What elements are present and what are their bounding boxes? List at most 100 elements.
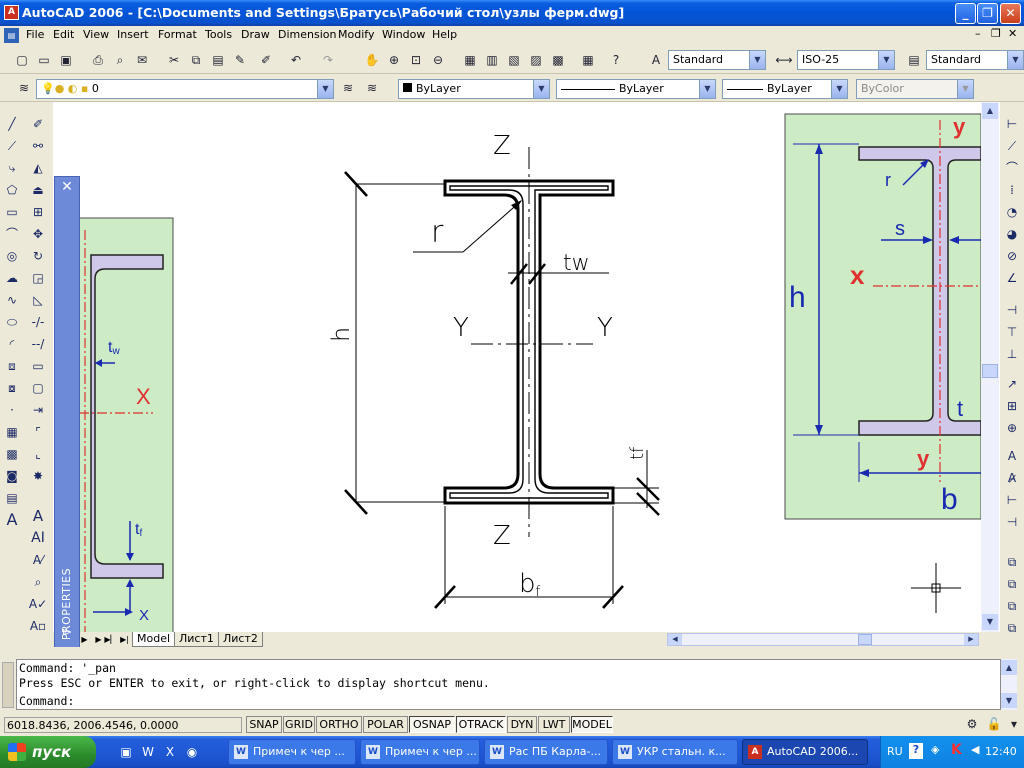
- menu-edit[interactable]: Edit: [53, 28, 75, 41]
- otrack-toggle[interactable]: OTRACK: [456, 716, 506, 733]
- quicklaunch-excel-icon[interactable]: X: [165, 745, 175, 759]
- help-icon[interactable]: ?: [612, 53, 620, 67]
- chamfer-icon[interactable]: ⇥: [32, 403, 44, 417]
- make-block-icon[interactable]: ⧇: [8, 381, 16, 395]
- start-button[interactable]: пуск: [0, 736, 96, 768]
- ordinate-dim-icon[interactable]: ⁞: [1010, 183, 1014, 197]
- dim-style-select[interactable]: ISO-25▼: [797, 50, 895, 70]
- cut-icon[interactable]: ✂: [168, 53, 180, 67]
- design-center-icon[interactable]: ▥: [486, 53, 498, 67]
- text-style-select[interactable]: Standard▼: [668, 50, 766, 70]
- left-reference-image[interactable]: tw X tf X: [78, 217, 174, 632]
- erase-icon[interactable]: ✐: [32, 117, 44, 131]
- plot-icon[interactable]: ⎙: [93, 53, 103, 67]
- polyline-icon[interactable]: ⤷: [8, 161, 16, 175]
- rotate-icon[interactable]: ↻: [32, 249, 44, 263]
- menu-file[interactable]: File: [26, 28, 45, 41]
- table-style-select[interactable]: Standard▼: [926, 50, 1024, 70]
- spline-icon[interactable]: ∿: [6, 293, 18, 307]
- dyn-toggle[interactable]: DYN: [507, 716, 537, 733]
- multiline-text-icon[interactable]: A: [6, 510, 18, 529]
- quicklaunch-desktop-icon[interactable]: ▣: [120, 745, 132, 759]
- restore-button[interactable]: ❐: [977, 3, 998, 24]
- tab-next-icon[interactable]: ▶▏: [104, 635, 117, 644]
- cmd-scroll-up-icon[interactable]: ▲: [1001, 660, 1017, 675]
- gradient-icon[interactable]: ▩: [6, 447, 18, 461]
- scroll-down-icon[interactable]: ▼: [982, 614, 998, 630]
- autocad-app-icon[interactable]: A: [4, 5, 19, 20]
- close-button[interactable]: ✕: [1000, 3, 1021, 24]
- network-tray-icon[interactable]: ◈: [931, 743, 940, 756]
- pan-icon[interactable]: ✋: [364, 53, 380, 67]
- command-window[interactable]: Command: '_pan Press ESC or ENTER to exi…: [16, 659, 1001, 710]
- sheet-set-icon[interactable]: ▨: [530, 53, 542, 67]
- arc-length-icon[interactable]: ⌒: [1005, 161, 1018, 175]
- angular-dim-icon[interactable]: ∠: [1006, 271, 1018, 285]
- extend-icon[interactable]: --/: [31, 337, 45, 351]
- ortho-toggle[interactable]: ORTHO: [316, 716, 362, 733]
- snap-toggle[interactable]: SNAP: [246, 716, 282, 733]
- join-icon[interactable]: ▢: [32, 381, 44, 395]
- grid-toggle[interactable]: GRID: [283, 716, 315, 733]
- tab-sheet2[interactable]: Лист2: [218, 632, 263, 647]
- model-toggle[interactable]: MODEL: [571, 716, 613, 733]
- edit-text-icon[interactable]: A⁄: [32, 553, 44, 567]
- horizontal-scrollbar[interactable]: ◀ ▶: [667, 633, 979, 646]
- minimize-button[interactable]: _: [955, 3, 976, 24]
- menu-help[interactable]: Help: [432, 28, 458, 41]
- doc-minimize-icon[interactable]: –: [975, 27, 981, 40]
- markup-icon[interactable]: ▩: [552, 53, 564, 67]
- palette-close-icon[interactable]: ✕: [61, 179, 73, 195]
- language-indicator[interactable]: RU: [887, 745, 903, 758]
- clock[interactable]: 12:40: [985, 745, 1017, 758]
- scroll-left-icon[interactable]: ◀: [668, 634, 682, 645]
- draworder-back-icon[interactable]: ⧉: [1007, 577, 1017, 591]
- point-icon[interactable]: ·: [10, 403, 14, 417]
- doc-restore-icon[interactable]: ❐: [991, 27, 1001, 40]
- line-icon[interactable]: ╱: [8, 117, 16, 131]
- ellipse-icon[interactable]: ⬭: [6, 315, 18, 329]
- make-current-layer-icon[interactable]: ≋: [342, 81, 354, 95]
- stretch-icon[interactable]: ◺: [33, 293, 43, 307]
- mirror-icon[interactable]: ◭: [33, 161, 43, 175]
- osnap-toggle[interactable]: OSNAP: [409, 716, 455, 733]
- zoom-previous-icon[interactable]: ⊖: [432, 53, 444, 67]
- draworder-front-icon[interactable]: ⧉: [1007, 555, 1017, 569]
- aligned-dim-icon[interactable]: ⟋: [1007, 139, 1017, 153]
- layer-previous-icon[interactable]: ≋: [366, 81, 378, 95]
- menu-window[interactable]: Window: [382, 28, 426, 41]
- status-menu-icon[interactable]: ▾: [1010, 717, 1018, 731]
- save-icon[interactable]: ▣: [60, 53, 72, 67]
- drawing-svg[interactable]: tw X tf X: [53, 102, 1000, 632]
- layer-select[interactable]: 💡● ◐ ▪ 0▼: [36, 79, 334, 99]
- draworder-above-icon[interactable]: ⧉: [1007, 599, 1017, 613]
- calculator-icon[interactable]: ▦: [582, 53, 594, 67]
- find-text-icon[interactable]: ⌕: [34, 575, 42, 589]
- tool-palettes-icon[interactable]: ▧: [508, 53, 520, 67]
- jogged-dim-icon[interactable]: ◕: [1006, 227, 1018, 241]
- array-icon[interactable]: ⊞: [32, 205, 44, 219]
- polar-toggle[interactable]: POLAR: [363, 716, 408, 733]
- dim-update-icon[interactable]: ⊢: [1006, 493, 1018, 507]
- rectangle-icon[interactable]: ▭: [6, 205, 18, 219]
- single-line-text-icon[interactable]: AI: [31, 530, 45, 546]
- revision-cloud-icon[interactable]: ☁: [6, 271, 18, 285]
- horizontal-scroll-thumb[interactable]: [858, 634, 872, 645]
- radius-dim-icon[interactable]: ◔: [1006, 205, 1018, 219]
- block-editor-icon[interactable]: ✐: [260, 53, 272, 67]
- table-icon[interactable]: ▤: [6, 491, 18, 505]
- cmd-scroll-down-icon[interactable]: ▼: [1001, 693, 1017, 708]
- lwt-toggle[interactable]: LWT: [538, 716, 570, 733]
- ellipse-arc-icon[interactable]: ◜: [9, 337, 15, 351]
- menu-format[interactable]: Format: [158, 28, 197, 41]
- copy-object-icon[interactable]: ⚯: [32, 139, 44, 153]
- quicklaunch-player-icon[interactable]: ◉: [186, 745, 198, 759]
- toolbar-lock-icon[interactable]: 🔓: [986, 717, 1002, 731]
- layer-manager-icon[interactable]: ≋: [18, 81, 30, 95]
- vertical-scroll-thumb[interactable]: [982, 364, 998, 378]
- tab-prev-icon[interactable]: ▶: [95, 635, 102, 644]
